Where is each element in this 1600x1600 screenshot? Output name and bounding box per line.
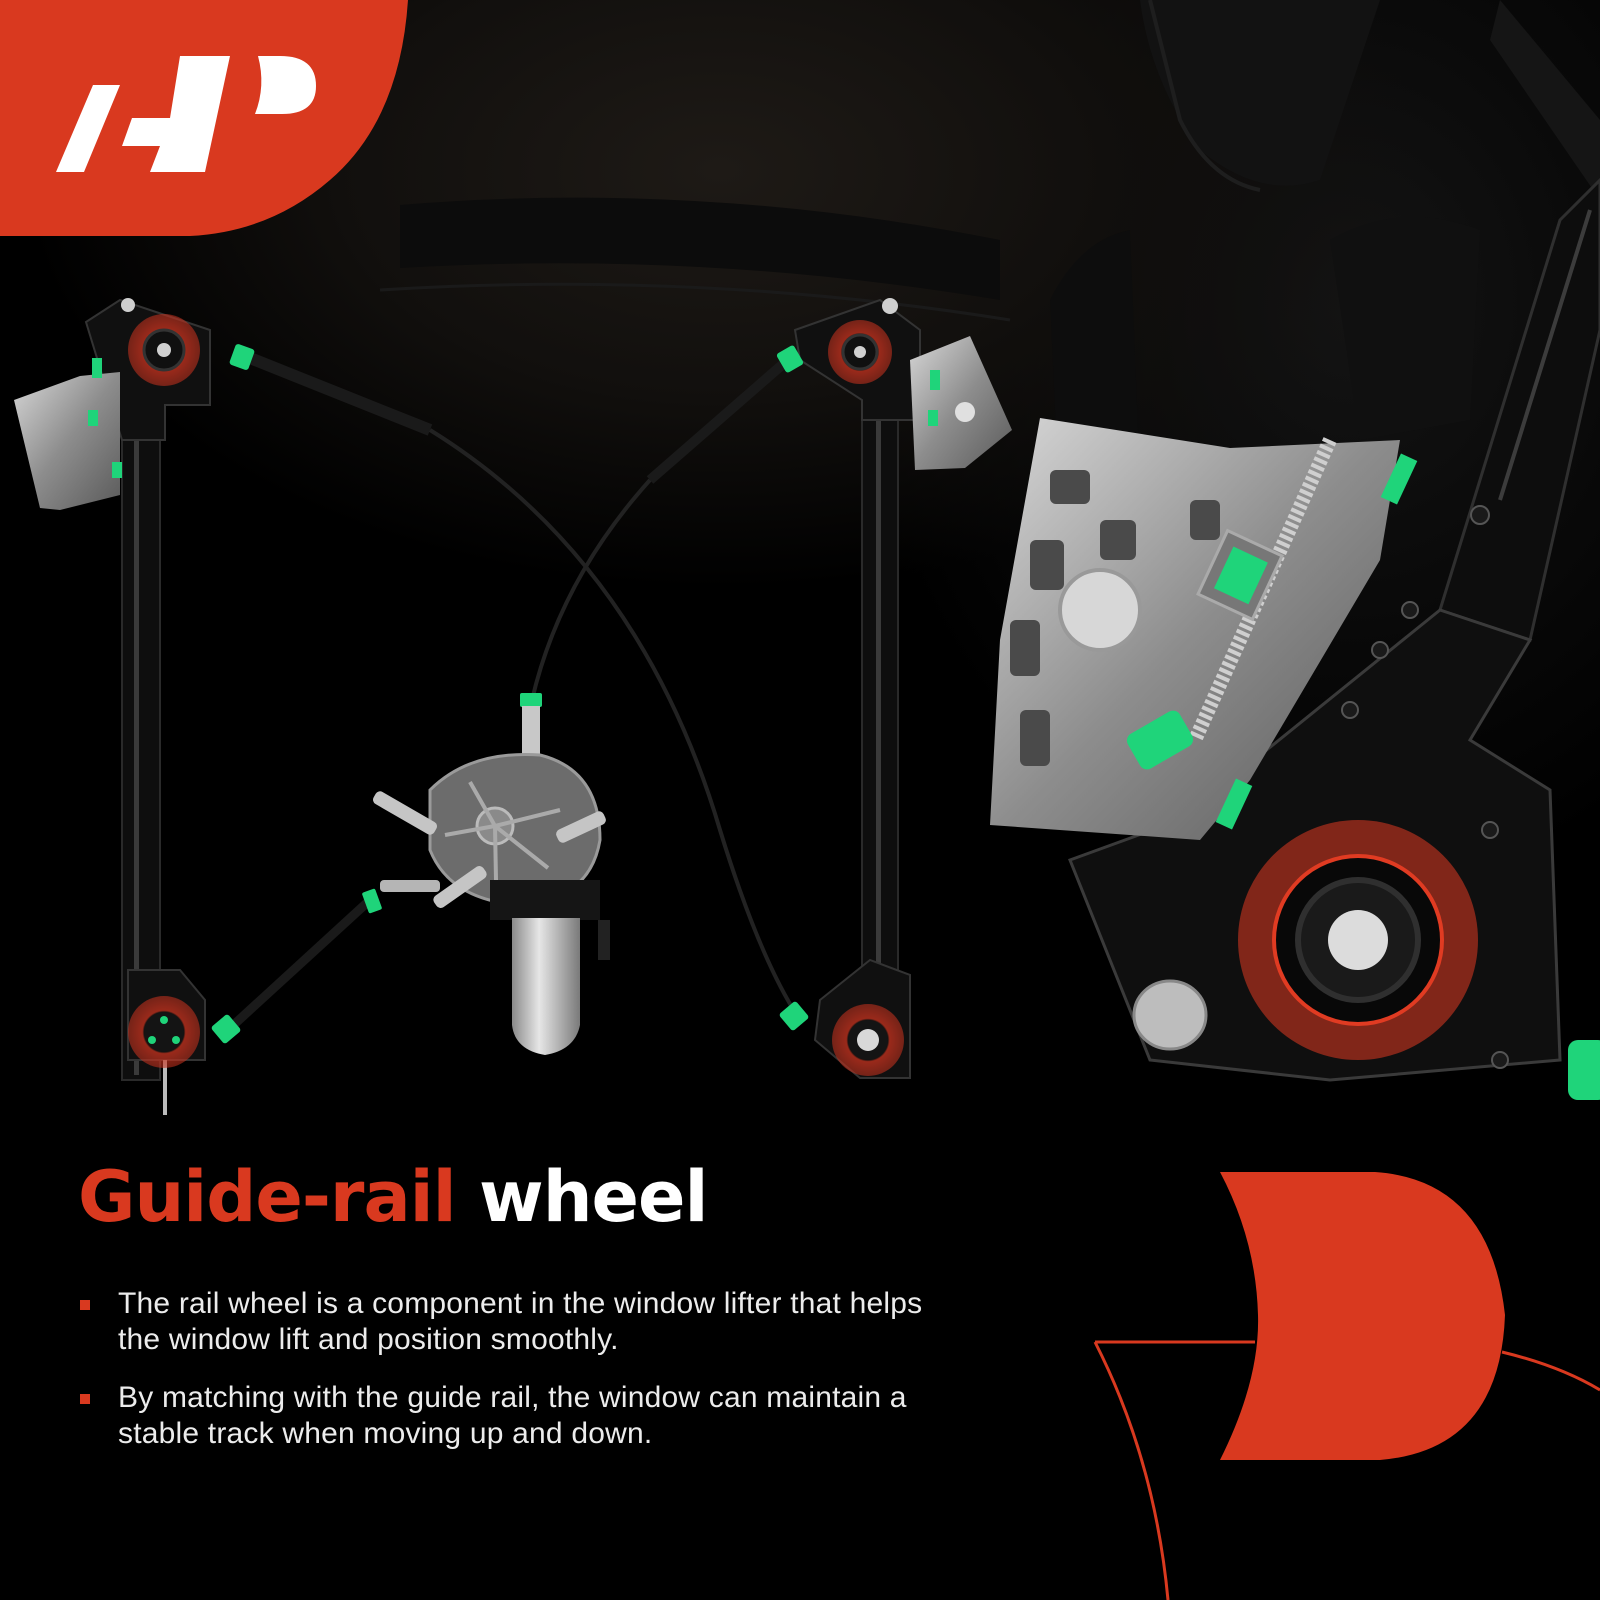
right-guide-rail (793, 298, 1012, 1079)
window-regulator-image (14, 177, 1600, 1115)
brand-logo (0, 0, 420, 240)
guide-rail-wheel-highlight (128, 314, 904, 1076)
left-guide-rail (14, 298, 211, 1115)
heading-plain-text: wheel (479, 1156, 708, 1238)
heading-accent-text: Guide-rail (78, 1156, 457, 1238)
bullet-text: The rail wheel is a component in the win… (118, 1287, 923, 1356)
brand-p-shape-icon (1093, 1172, 1600, 1600)
regulator-cables (224, 352, 802, 1034)
brand-decoration (1060, 1130, 1600, 1600)
a-premium-logo-icon (0, 0, 408, 236)
bullet-square-icon (80, 1394, 90, 1404)
wheel-detail-closeup (990, 177, 1600, 1100)
bullet-item: The rail wheel is a component in the win… (78, 1286, 948, 1358)
bullet-text: By matching with the guide rail, the win… (118, 1381, 907, 1450)
bullet-square-icon (80, 1300, 90, 1310)
window-motor (373, 706, 610, 1055)
bullet-item: By matching with the guide rail, the win… (78, 1380, 948, 1452)
feature-heading: Guide-rail wheel (78, 1162, 709, 1232)
cable-end-caps (211, 344, 809, 1044)
feature-bullets: The rail wheel is a component in the win… (78, 1286, 948, 1474)
